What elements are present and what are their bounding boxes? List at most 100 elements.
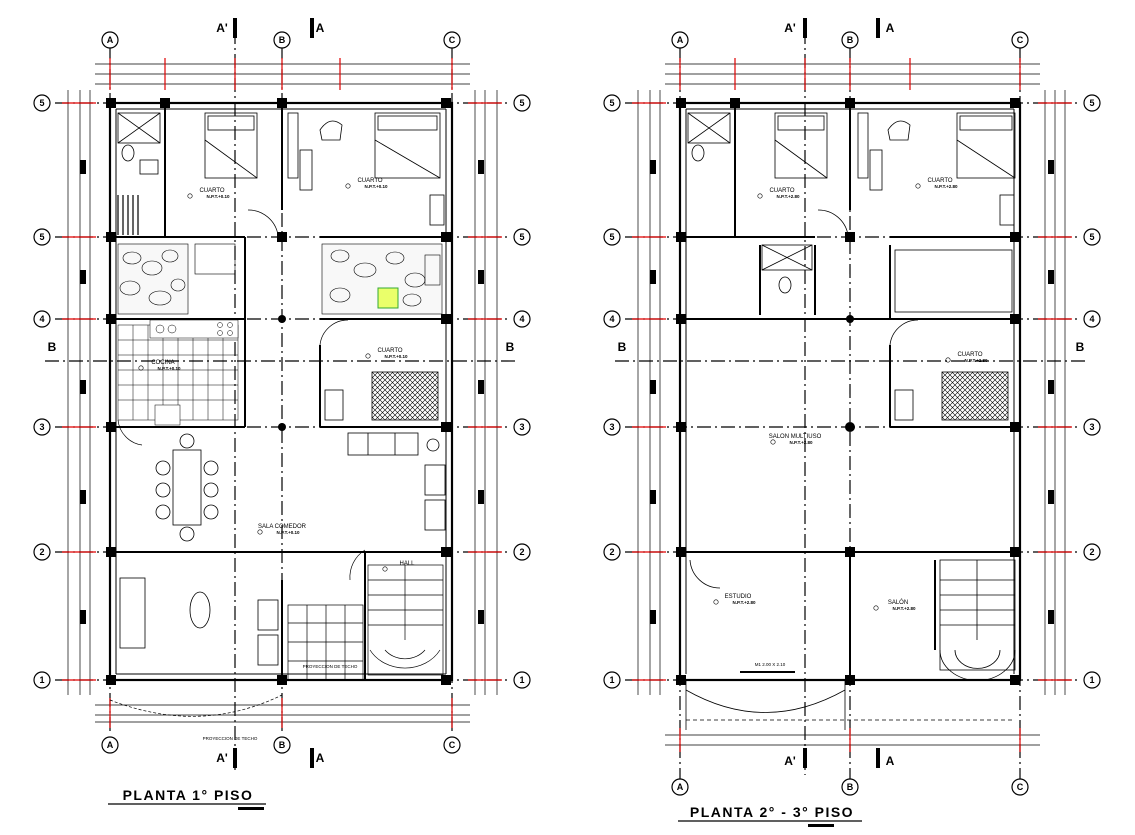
section-marker-side-left: B <box>48 340 57 354</box>
level-marker-icon <box>382 566 388 572</box>
level-marker-icon <box>365 353 371 359</box>
grid-label-row: 2 <box>519 547 524 557</box>
grid-bubble-row <box>33 310 51 328</box>
grid-bubble-row <box>603 543 621 561</box>
grid-label-column: B <box>847 35 854 45</box>
grid-bubble-row <box>1083 228 1101 246</box>
level-marker-icon <box>757 193 763 199</box>
grid-bubble-column <box>273 736 291 754</box>
grid-label-row: 3 <box>609 422 614 432</box>
section-marker-side-right: B <box>506 340 515 354</box>
section-cut-mark <box>233 748 237 768</box>
section-marker-bottom-left: A' <box>216 751 228 765</box>
room-level: N.P.T.+2.80 <box>776 194 800 199</box>
section-marker-side-left: B <box>618 340 627 354</box>
section-cut-mark <box>233 18 237 38</box>
section-marker-bottom-right: A <box>886 754 895 768</box>
section-cut-mark <box>876 748 880 768</box>
grid-bubble-column <box>1011 778 1029 796</box>
grid-label-row: 5 <box>1089 232 1094 242</box>
room-level: N.P.T.+0.10 <box>206 194 230 199</box>
grid-bubble-row <box>1083 94 1101 112</box>
grid-label-column: A <box>107 35 114 45</box>
room-level: N.P.T.+2.80 <box>892 606 916 611</box>
section-cut-mark <box>310 748 314 768</box>
grid-bubble-row <box>513 671 531 689</box>
grid-bubble-row <box>603 310 621 328</box>
grid-bubble-column <box>841 778 859 796</box>
grid-label-column: A <box>677 782 684 792</box>
drawing-note: PROYECCION DE TECHO <box>303 664 358 669</box>
grid-bubble-column <box>443 736 461 754</box>
room-name: CUARTO <box>957 352 982 358</box>
plan-upper-floors <box>615 30 1085 780</box>
grid-bubble-row <box>603 418 621 436</box>
level-marker-icon <box>770 439 776 445</box>
grid-label-row: 5 <box>519 232 524 242</box>
section-marker-top-left: A' <box>784 21 796 35</box>
grid-label-row: 1 <box>609 675 614 685</box>
grid-label-column: C <box>449 35 456 45</box>
grid-label-row: 5 <box>609 98 614 108</box>
grid-bubble-row <box>513 94 531 112</box>
drawing-note: M1 2.00 X 2.10 <box>755 662 786 667</box>
level-marker-icon <box>187 193 193 199</box>
section-cut-mark <box>310 18 314 38</box>
grid-label-column: C <box>1017 782 1024 792</box>
drawing-note: PROYECCION DE TECHO <box>203 736 258 741</box>
level-marker-icon <box>915 183 921 189</box>
grid-bubble-column <box>101 31 119 49</box>
grid-label-column: B <box>279 35 286 45</box>
grid-bubble-row <box>513 418 531 436</box>
room-level: N.P.T.+2.80 <box>934 184 958 189</box>
level-marker-icon <box>713 599 719 605</box>
room-level: N.P.T.+0.10 <box>157 366 181 371</box>
grid-label-row: 4 <box>39 314 44 324</box>
room-name: CUARTO <box>769 188 794 194</box>
level-marker-icon <box>945 357 951 363</box>
room-name: CUARTO <box>357 178 382 184</box>
plan-title: PLANTA 2° - 3° PISO <box>690 804 854 820</box>
grid-bubble-row <box>33 543 51 561</box>
plan-first-floor <box>45 30 515 770</box>
room-name: CUARTO <box>377 348 402 354</box>
grid-label-column: B <box>847 782 854 792</box>
grid-bubble-row <box>603 94 621 112</box>
grid-label-column: A <box>677 35 684 45</box>
room-name: SALÓN <box>888 599 908 606</box>
section-marker-bottom-left: A' <box>784 754 796 768</box>
grid-label-row: 1 <box>1089 675 1094 685</box>
grid-label-row: 1 <box>39 675 44 685</box>
grid-label-row: 5 <box>519 98 524 108</box>
section-marker-bottom-right: A <box>316 751 325 765</box>
grid-bubble-row <box>33 94 51 112</box>
grid-label-row: 1 <box>519 675 524 685</box>
room-name: SALA COMEDOR <box>258 524 307 530</box>
scale-bar <box>238 807 264 810</box>
section-cut-mark <box>876 18 880 38</box>
room-name: COCINA <box>151 360 174 366</box>
grid-label-column: B <box>279 740 286 750</box>
grid-bubble-row <box>513 310 531 328</box>
grid-label-row: 5 <box>39 98 44 108</box>
grid-label-row: 4 <box>1089 314 1094 324</box>
grid-bubble-column <box>841 31 859 49</box>
section-marker-top-right: A <box>886 21 895 35</box>
level-marker-icon <box>345 183 351 189</box>
section-cut-mark <box>803 748 807 768</box>
grid-bubble-row <box>603 671 621 689</box>
room-level: N.P.T.+2.80 <box>964 358 988 363</box>
grid-label-row: 3 <box>519 422 524 432</box>
grid-label-row: 5 <box>1089 98 1094 108</box>
grid-bubble-row <box>513 543 531 561</box>
plan-title: PLANTA 1° PISO <box>123 787 254 803</box>
grid-bubble-row <box>1083 543 1101 561</box>
room-level: N.P.T.+0.10 <box>384 354 408 359</box>
grid-bubble-column <box>101 736 119 754</box>
room-name: CUARTO <box>199 188 224 194</box>
grid-bubble-column <box>1011 31 1029 49</box>
grid-bubble-row <box>33 671 51 689</box>
